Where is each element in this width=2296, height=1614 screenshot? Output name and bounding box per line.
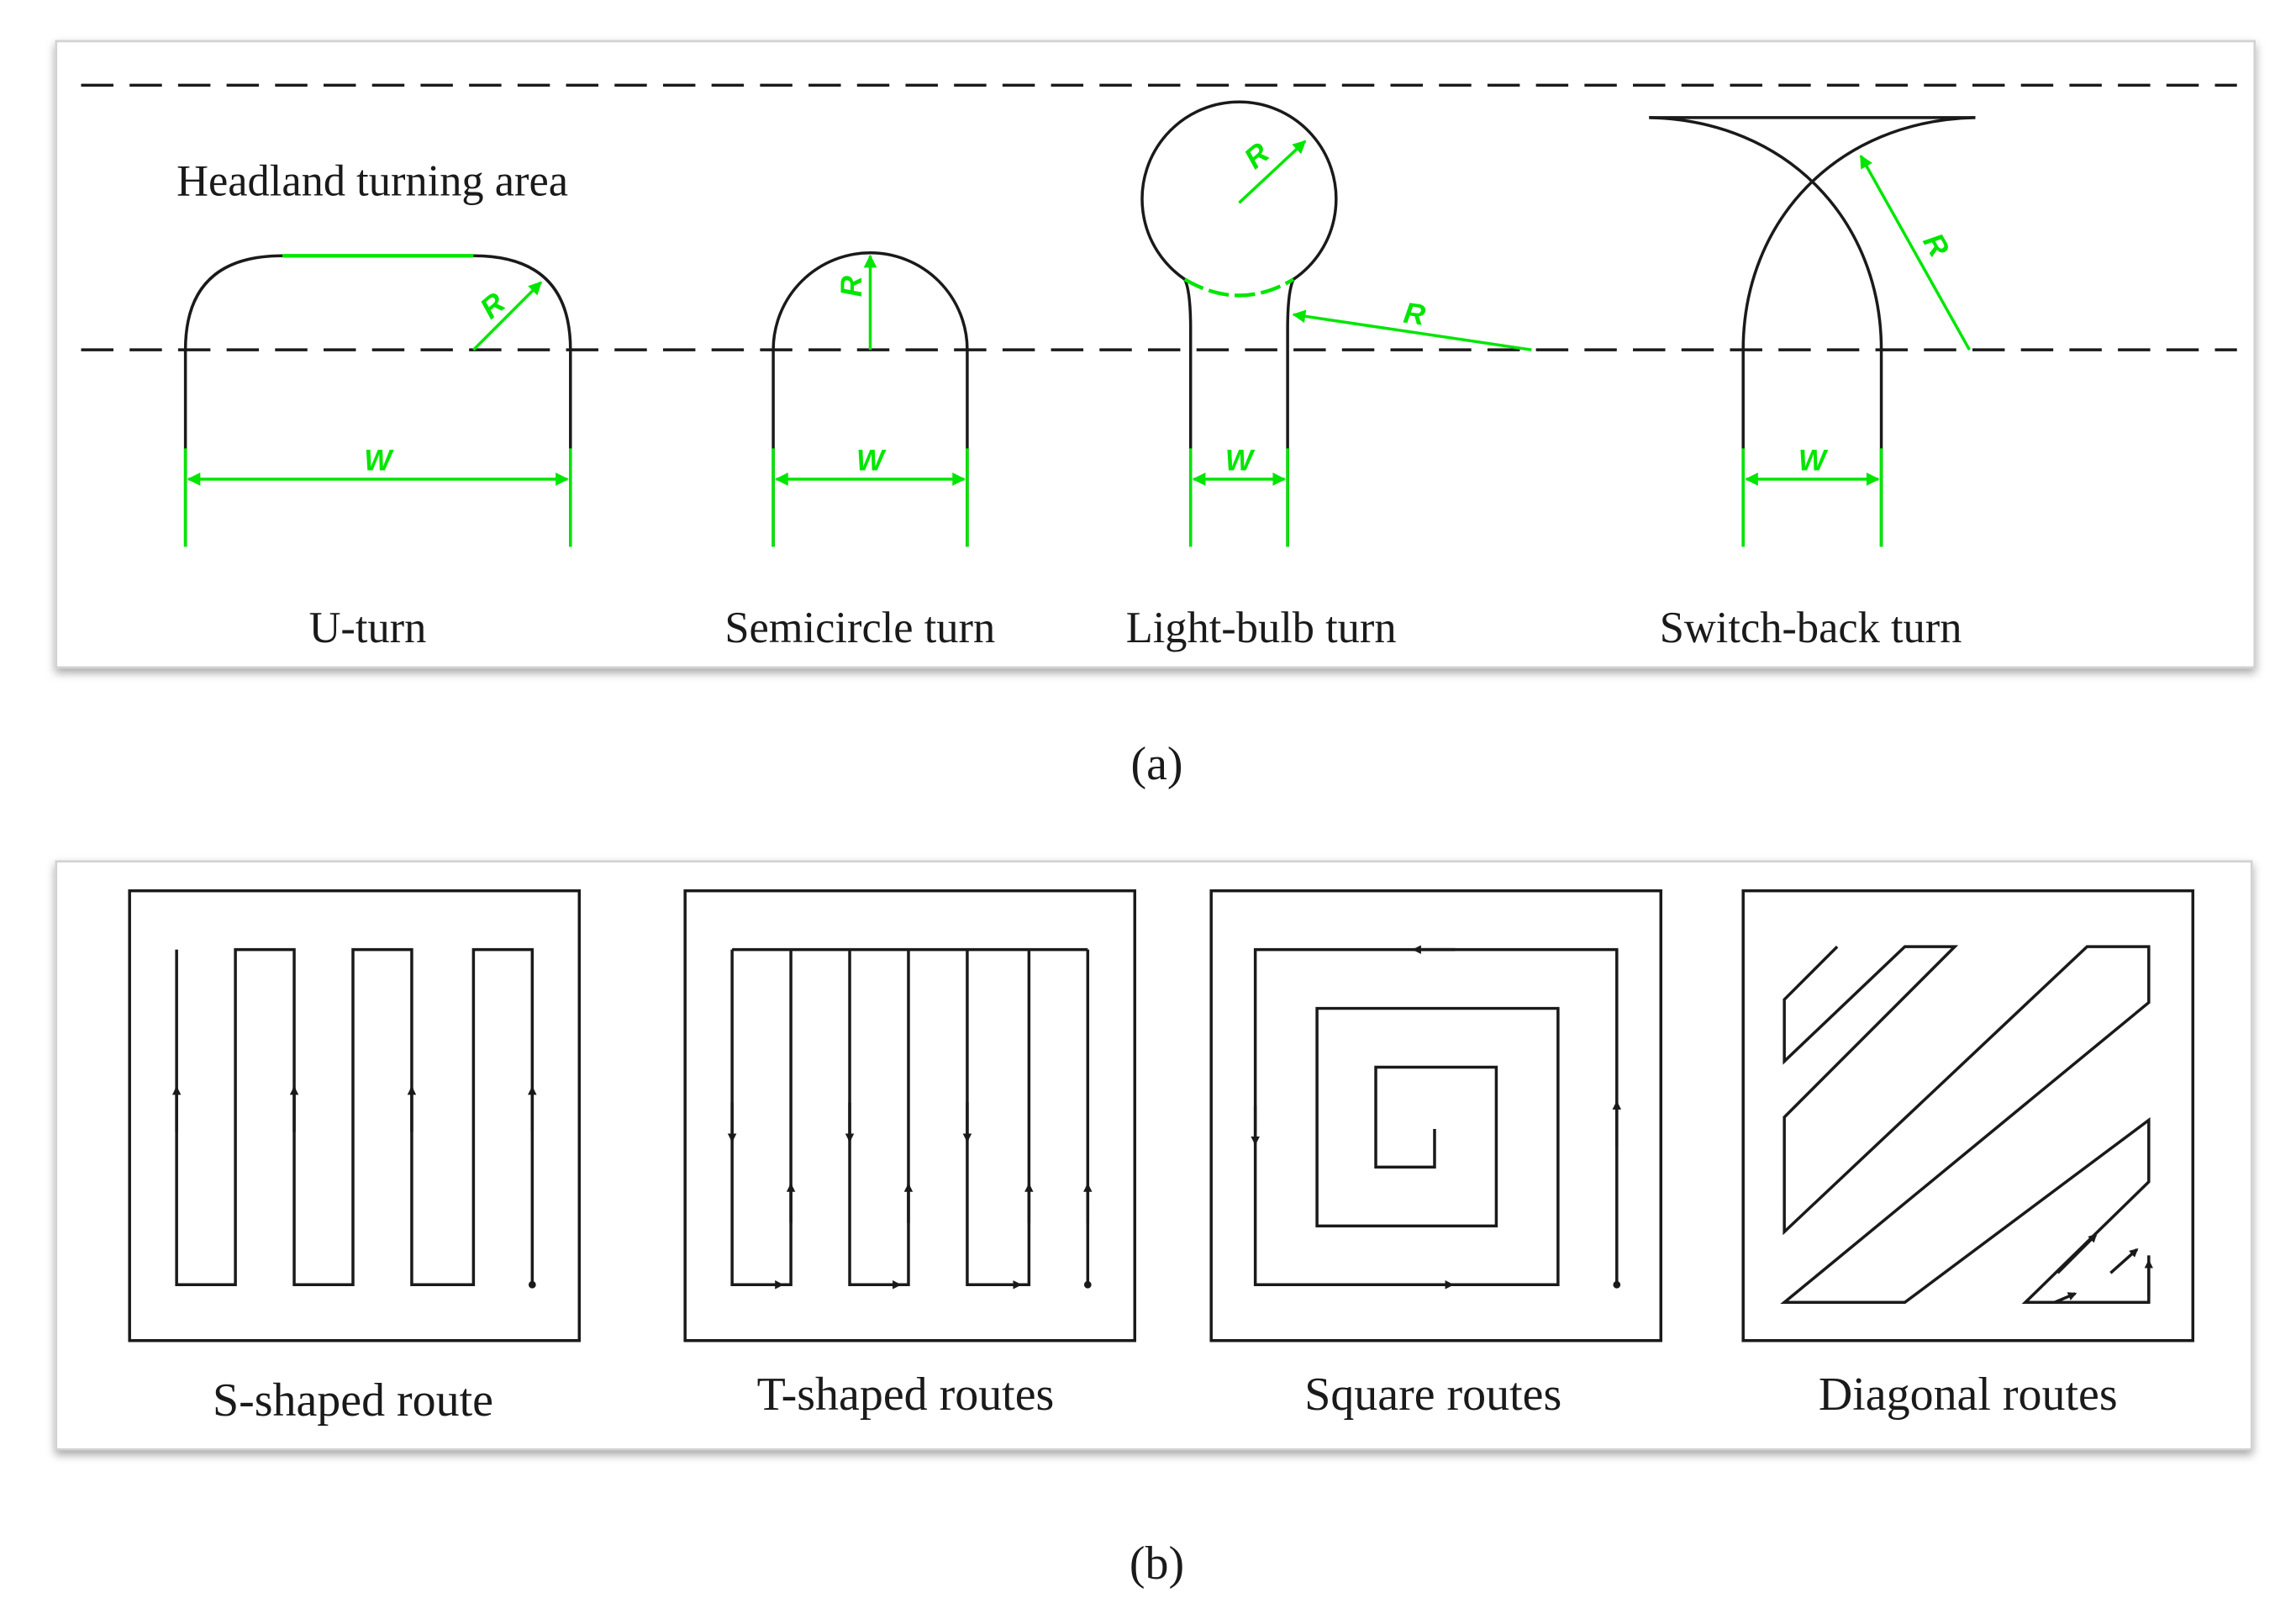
diagonal-route-arrow <box>2056 1233 2098 1274</box>
panel-b: S-shaped route T-shaped routes <box>55 860 2253 1451</box>
t-route-field <box>683 889 1137 1342</box>
light-bulb-turn-diagram: R R W Light-bulb turn <box>1126 100 1532 652</box>
light-bulb-neck-highlight <box>1183 277 1295 298</box>
semicircle-width-label: W <box>856 445 887 477</box>
square-routes-label: Square routes <box>1304 1369 1561 1421</box>
t-shaped-routes-diagram: T-shaped routes <box>683 889 1137 1421</box>
light-bulb-turn-path <box>1140 100 1338 547</box>
s-route-field <box>128 889 582 1342</box>
s-route-path <box>175 947 535 1287</box>
switch-back-radius-arrow <box>1859 154 1972 351</box>
semicircle-turn-diagram: R W Semicircle turn <box>724 251 995 652</box>
square-route-path <box>1253 947 1619 1287</box>
diagonal-route-path <box>1780 945 2151 1305</box>
switch-back-right-arc <box>1649 116 1883 547</box>
light-bulb-width-label: W <box>1225 445 1256 477</box>
u-turn-label: U-turn <box>309 604 427 652</box>
panel-b-frame <box>55 860 2253 1451</box>
semicircle-turn-path <box>771 251 969 547</box>
semicircle-turn-label: Semicircle turn <box>724 604 995 652</box>
s-shaped-route-diagram: S-shaped route <box>128 889 582 1427</box>
diagonal-routes-label: Diagonal routes <box>1819 1369 2118 1421</box>
diagonal-route-arrow <box>2109 1247 2139 1274</box>
diagonal-route-arrow <box>2054 1292 2077 1304</box>
diagonal-route-field <box>1741 889 2195 1342</box>
u-turn-width-label: W <box>364 445 394 477</box>
panel-a-caption: (a) <box>1130 738 1182 790</box>
light-bulb-outer-radius-label: R <box>1402 297 1428 332</box>
square-route-start-dot <box>1613 1280 1621 1289</box>
panel-b-caption: (b) <box>1130 1538 1184 1590</box>
semicircle-radius-label: R <box>835 275 868 297</box>
switch-back-turn-diagram: R W Switch-back turn <box>1649 116 1976 652</box>
t-route-end-dot <box>1083 1280 1092 1289</box>
s-shaped-route-label: S-shaped route <box>213 1374 493 1427</box>
t-shaped-routes-label: T-shaped routes <box>757 1369 1055 1421</box>
switch-back-left-arc <box>1741 116 1976 547</box>
light-bulb-outer-radius-arrow <box>1292 309 1532 351</box>
u-turn-radius-arrow <box>472 281 543 351</box>
light-bulb-radius-arrow <box>1238 140 1307 204</box>
switch-back-turn-label: Switch-back turn <box>1660 604 1962 652</box>
light-bulb-turn-label: Light-bulb turn <box>1126 604 1397 652</box>
headland-area-label: Headland turning area <box>176 157 568 206</box>
s-route-end-dot <box>528 1280 536 1289</box>
square-route-field <box>1209 889 1663 1342</box>
panel-a: Headland turning area R W U-turn R W Sem… <box>55 40 2257 669</box>
panel-a-frame <box>55 40 2257 669</box>
square-routes-diagram: Square routes <box>1209 889 1663 1421</box>
diagonal-routes-diagram: Diagonal routes <box>1741 889 2195 1421</box>
switch-back-width-label: W <box>1798 445 1829 477</box>
